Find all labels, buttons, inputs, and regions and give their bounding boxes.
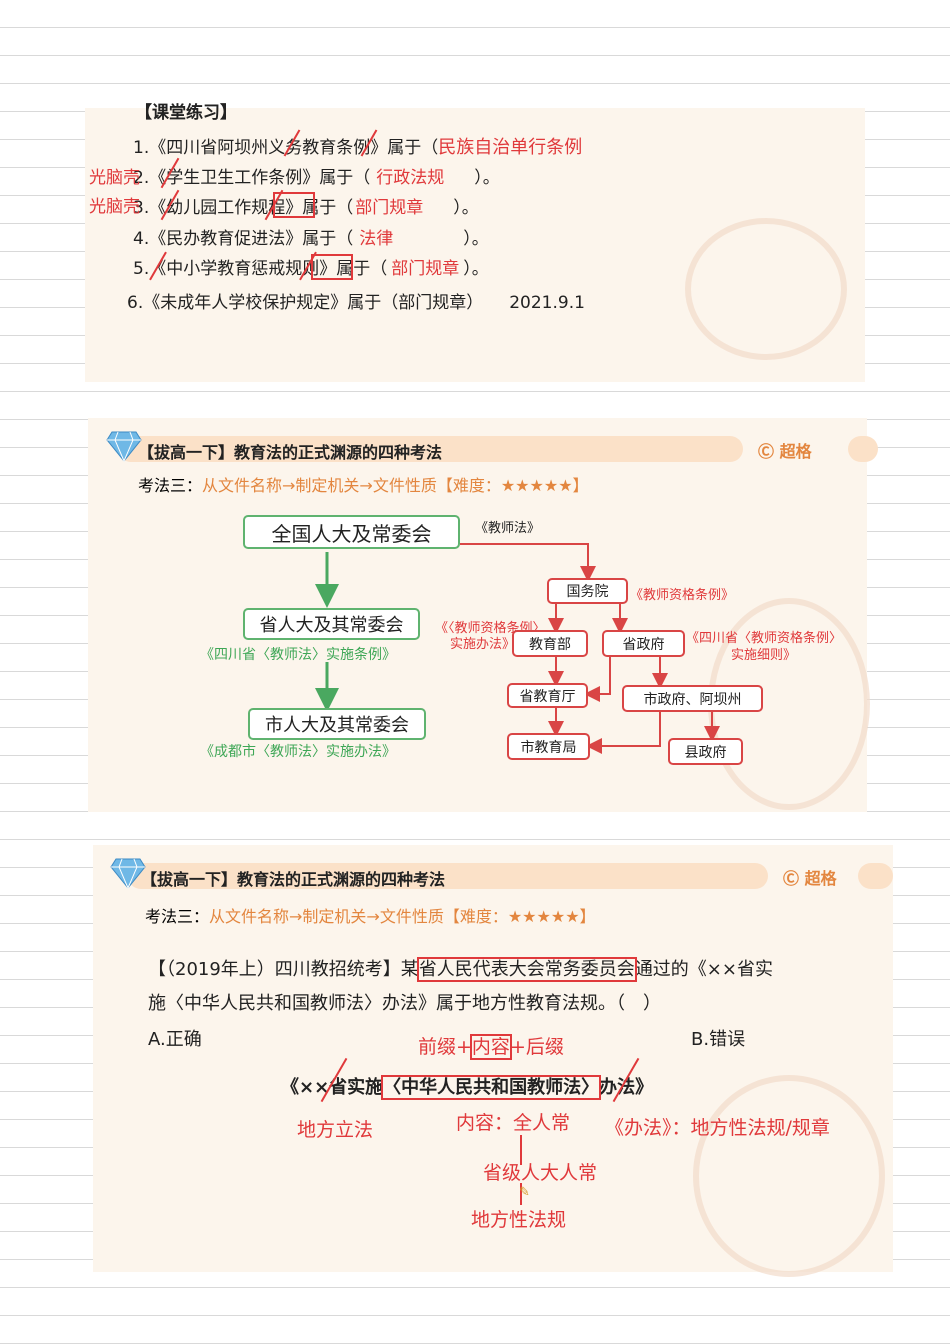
node-city-congress: 市人大及其常委会 (248, 708, 426, 740)
formula-note: 前缀+内容+后缀 (418, 1034, 564, 1060)
caption-rules-2: 实施细则》 (731, 648, 797, 663)
diamond-icon (106, 431, 142, 462)
option-a[interactable]: A.正确 (148, 1029, 202, 1050)
question-2: 2.《学生卫生工作条例》属于（行政法规）。 (133, 168, 500, 188)
practice-heading: 【课堂练习】 (135, 103, 237, 123)
slide-practice: 【课堂练习】 1.《四川省阿坝州义务教育条例》属于（民族自治单行条例 2.《学生… (85, 103, 865, 382)
question-5: 5.《中小学教育惩戒规则》属于（部门规章）。 (133, 259, 489, 279)
node-city-gov: 市政府、阿坝州 (622, 685, 763, 712)
caption-rules-1: 《四川省〈教师资格条例〉 (686, 631, 843, 646)
node-provincial-gov: 省政府 (602, 630, 685, 657)
question-4: 4.《民办教育促进法》属于（法律）。 (133, 229, 489, 249)
note-measures: 《办法》：地方性法规/规章 (605, 1117, 830, 1139)
caption-provincial: 《四川省〈教师法〉实施条例》 (200, 647, 396, 663)
header-bar-right (848, 436, 878, 462)
section-header: 【拔高一下】教育法的正式渊源的四种考法 (141, 870, 446, 889)
note-content: 内容：全人常 (456, 1112, 571, 1134)
diagram-connectors (315, 543, 720, 754)
question-3: 3.《幼儿园工作规程》属于（部门规章）。 (133, 198, 479, 218)
question-line-2: 施〈中华人民共和国教师法〉办法》属于地方性教育法规。（ ） (148, 993, 661, 1014)
slide-diagram: 【拔高一下】教育法的正式渊源的四种考法 Ⓒ 超格 考法三：从文件名称→制定机关→… (88, 418, 878, 812)
method-line: 考法三：从文件名称→制定机关→文件性质【难度：★★★★★】 (145, 907, 596, 926)
node-city-edu-bureau: 市教育局 (507, 733, 590, 760)
node-state-council: 国务院 (547, 578, 628, 604)
connector-line (520, 1135, 522, 1165)
caption-regulation: 《教师资格条例》 (630, 588, 735, 603)
document-title: 《××省实施〈中华人民共和国教师法〉办法》 (281, 1075, 654, 1100)
section-header: 【拔高一下】教育法的正式渊源的四种考法 (138, 443, 443, 462)
brand-logo: Ⓒ 超格 (783, 869, 837, 888)
caption-teacher-law: 《教师法》 (475, 521, 541, 536)
note-provincial: 省级人大人常 (483, 1162, 598, 1184)
note-local-legislation: 地方立法 (297, 1119, 374, 1141)
highlight-box-guize (311, 254, 353, 280)
question-1: 1.《四川省阿坝州义务教育条例》属于（民族自治单行条例 (133, 137, 583, 158)
node-ministry: 教育部 (512, 630, 588, 657)
node-provincial-edu-dept: 省教育厅 (507, 683, 588, 708)
question-line-1: 【（2019年上）四川教招统考】某省人民代表大会常务委员会通过的《××省实 (148, 957, 773, 982)
brand-logo: Ⓒ 超格 (758, 442, 812, 461)
margin-note-1: 光脑壳 (89, 168, 140, 188)
header-bar (128, 863, 768, 889)
pencil-icon: ✎ (519, 1185, 530, 1200)
caption-measures-2: 实施办法》 (450, 637, 516, 652)
node-provincial-congress: 省人大及其常委会 (243, 608, 420, 640)
question-6: 6.《未成年人学校保护规定》属于（部门规章）2021.9.1 (127, 293, 585, 313)
caption-city: 《成都市〈教师法〉实施办法》 (200, 744, 396, 760)
slide-exam-question: 【拔高一下】教育法的正式渊源的四种考法 Ⓒ 超格 考法三：从文件名称→制定机关→… (93, 845, 893, 1277)
option-b[interactable]: B.错误 (691, 1029, 746, 1050)
note-result: 地方性法规 (471, 1209, 567, 1231)
method-line: 考法三：从文件名称→制定机关→文件性质【难度：★★★★★】 (138, 476, 589, 495)
margin-note-2: 光脑壳 (89, 197, 140, 217)
diamond-icon (110, 858, 146, 889)
node-county-gov: 县政府 (668, 738, 743, 765)
connector-line (520, 1183, 522, 1205)
header-bar (118, 436, 743, 462)
mascot-watermark (685, 218, 847, 360)
mascot-watermark (693, 1075, 885, 1277)
node-npc: 全国人大及常委会 (243, 515, 460, 549)
header-bar-right (858, 863, 893, 889)
